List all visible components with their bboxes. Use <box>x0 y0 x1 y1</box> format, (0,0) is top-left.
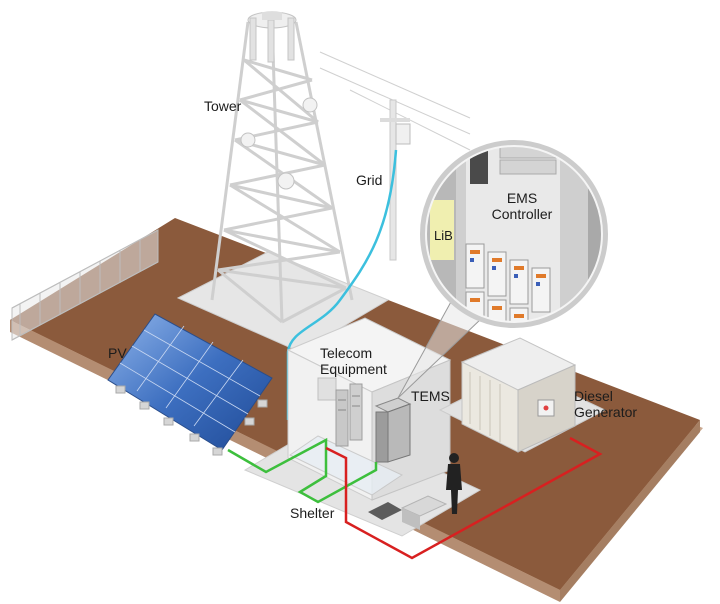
shelter-steps <box>368 495 448 530</box>
perimeter-fence <box>11 229 159 341</box>
pv-array <box>107 313 273 456</box>
diesel-label-line1: Diesel <box>574 388 613 404</box>
zoom-bubble <box>420 140 608 328</box>
lib-label: LiB <box>434 228 453 243</box>
telecom-label-line2: Equipment <box>320 361 387 377</box>
shelter-building <box>286 317 452 501</box>
technician-figure <box>446 453 462 514</box>
utility-pole <box>380 99 411 261</box>
telecom-racks <box>335 383 363 447</box>
zoom-pointer <box>397 299 483 399</box>
tems-cabinet <box>374 397 412 463</box>
diesel-label-line2: Generator <box>574 404 638 420</box>
grid-cable <box>286 149 398 420</box>
tems-label: TEMS <box>411 388 450 404</box>
telecom-label-line1: Telecom <box>320 345 373 361</box>
diesel-generator-label: Diesel Generator <box>574 388 637 420</box>
tower-label: Tower <box>204 98 242 114</box>
ems-label-line1: EMS <box>506 190 538 206</box>
generator-cable <box>325 436 603 560</box>
ems-controller-label: EMS Controller <box>482 190 562 222</box>
pv-label: PV <box>108 345 127 361</box>
tower-antennas <box>240 11 318 190</box>
grid-label: Grid <box>356 172 383 188</box>
ems-label-line2: Controller <box>491 206 553 222</box>
telecom-equipment-label: Telecom Equipment <box>320 345 387 377</box>
diesel-generator <box>460 337 577 453</box>
pv-cable <box>227 437 378 504</box>
shelter-label: Shelter <box>290 505 335 521</box>
